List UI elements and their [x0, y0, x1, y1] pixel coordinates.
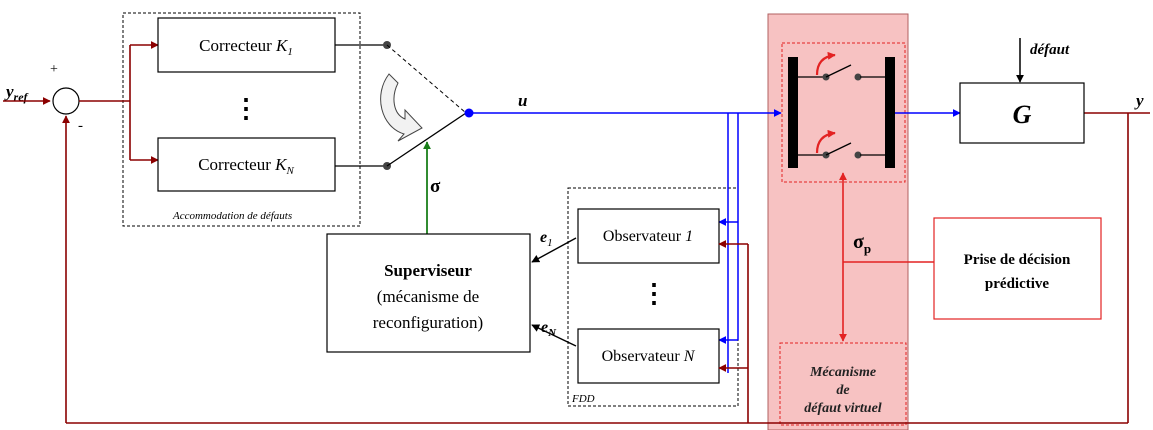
- prise-decision-box: [933, 217, 1102, 320]
- correcteur-k1-label: Correcteur K1: [199, 36, 293, 58]
- mecanisme-line1: Mécanisme: [809, 365, 876, 380]
- observateur-1-box: [577, 208, 720, 264]
- minus-sign: -: [78, 118, 83, 134]
- superviseur-line3: reconfiguration): [373, 313, 483, 332]
- switch-bar-right: [885, 57, 895, 168]
- sigma-p-label: σp: [853, 231, 871, 256]
- e1-label: e1: [540, 229, 553, 249]
- correcteur-kn-box: [157, 137, 336, 192]
- switch2-blade: [825, 142, 852, 156]
- e1-arrow: [531, 237, 577, 263]
- mecanisme-line3: défaut virtuel: [804, 401, 881, 416]
- plant-g-label: G: [1013, 100, 1032, 129]
- summing-junction: [52, 87, 80, 115]
- superviseur-box: [326, 233, 531, 353]
- accommodation-label: Accommodation de défauts: [172, 210, 292, 222]
- switch2-red-arc-icon: [815, 129, 836, 154]
- observateur-1-label: Observateur 1: [603, 228, 693, 245]
- eN-label: eN: [541, 319, 557, 339]
- mecanisme-box: [779, 342, 907, 426]
- prise-decision-line2: prédictive: [985, 276, 1049, 292]
- plus-sign: +: [50, 62, 58, 77]
- switch-dashed-arm: [386, 44, 467, 114]
- defaut-label: défaut: [1030, 42, 1070, 58]
- fdd-group: [567, 187, 739, 407]
- observateur-vdots: ⋮: [641, 279, 667, 308]
- sigma-label: σ: [430, 176, 441, 197]
- mecanisme-line2: de: [836, 383, 849, 398]
- eN-arrow: [531, 324, 577, 347]
- superviseur-line2: (mécanisme de: [377, 287, 479, 306]
- switch-rotate-icon: [380, 73, 423, 142]
- switch1-blade: [825, 64, 852, 78]
- switch-arm: [386, 112, 467, 167]
- correcteur-vdots: ⋮: [233, 94, 259, 123]
- switch-bar-left: [788, 57, 798, 168]
- prise-decision-line1: Prise de décision: [964, 252, 1071, 268]
- switch2-right-contact: [854, 151, 862, 159]
- superviseur-title: Superviseur: [384, 261, 472, 280]
- switch1-right-contact: [854, 73, 862, 81]
- u-label: u: [518, 91, 527, 110]
- plant-g-box: [959, 82, 1085, 144]
- fdd-label: FDD: [571, 393, 595, 405]
- switch1-red-arc-icon: [815, 51, 836, 76]
- observateur-n-label: Observateur N: [602, 348, 696, 365]
- y-label: y: [1134, 91, 1144, 110]
- correcteur-kn-label: Correcteur KN: [198, 155, 294, 177]
- observateur-n-box: [577, 328, 720, 384]
